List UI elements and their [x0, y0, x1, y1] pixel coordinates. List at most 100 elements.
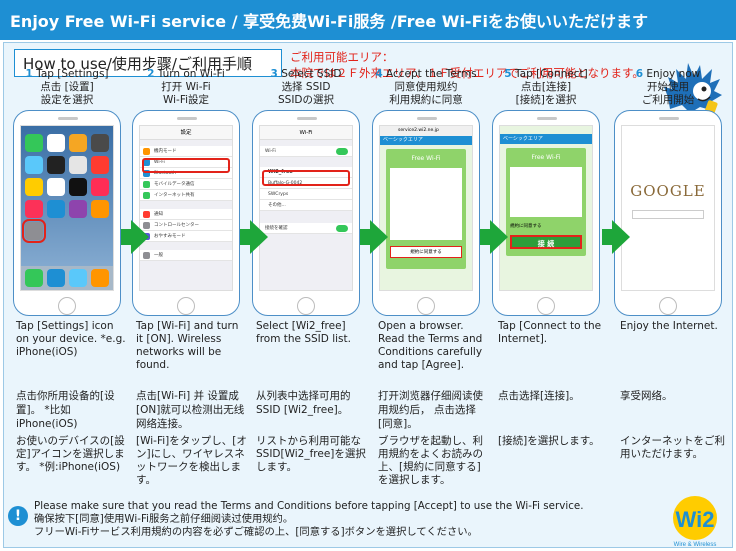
notice-en: Please make sure that you read the Terms… — [34, 500, 584, 512]
wifi-toggle[interactable] — [336, 148, 348, 155]
settings-gear-icon[interactable] — [22, 219, 46, 243]
agree-checkbox-label[interactable]: 規約に同意する — [390, 246, 462, 258]
step-5-number: 5 — [504, 68, 512, 80]
mail-app-icon — [47, 269, 65, 287]
app-store-icon — [47, 200, 65, 218]
notice-ja: フリーWi-Fiサービス利用規約の内容を必ずご確認の上、[同意する]ボタンを選択… — [34, 526, 478, 538]
search-logo: GOOGLE — [630, 182, 706, 200]
settings-row-cellular[interactable]: モバイルデータ通信 — [140, 179, 232, 190]
terms-textbox[interactable] — [510, 167, 582, 217]
stocks-app-icon — [69, 178, 87, 196]
instruction-panel: How to use/使用步骤/ご利用手順 ご利用可能エリア： 本院では２Ｆ外来… — [3, 42, 733, 548]
row-label: モバイルデータ通信 — [154, 182, 195, 187]
arrow-right-icon — [240, 220, 268, 254]
step-5-header: 5 Tap [Connect] 点击[连接] [接続]を選択 — [494, 68, 598, 107]
header-banner: Enjoy Free Wi-Fi service / 享受免费Wi-Fi服务 /… — [0, 0, 736, 40]
wifi-header: Wi-Fi — [260, 126, 352, 140]
step-5-desc-ja: [接続]を選択します。 — [498, 435, 600, 447]
settings-row-notifications[interactable]: 通知 — [140, 209, 232, 220]
wifi-toggle-row[interactable]: Wi-Fi — [260, 146, 352, 157]
app-grid — [21, 126, 113, 248]
step-4-desc-zh: 打开浏览器仔细阅读使用规约后， 点击选择 [同意]。 — [378, 390, 483, 430]
step-3-desc-en: Select [Wi2_free] from the SSID list. — [256, 320, 351, 345]
phone-step-5: ベーシックエリア Free Wi-Fi 規約に同意する 接 続 — [492, 110, 600, 316]
calendar-app-icon — [47, 134, 65, 152]
settings-list-3: 一般 — [140, 250, 232, 261]
browser-screen: GOOGLE — [621, 125, 715, 291]
step-3-title-ja: SSIDの選択 — [277, 94, 334, 106]
ask-to-join-row[interactable]: 接続を確認 — [260, 223, 352, 234]
wifi-highlight — [142, 158, 230, 173]
step-2-desc-zh: 点击[Wi-Fi] 并 设置成[ON]就可以检测出无线网络连接。 — [136, 390, 245, 430]
step-6-header: 6 Enjoy now 开始使用 ご利用開始 — [616, 68, 720, 107]
settings-row-bluetooth[interactable]: Bluetooth — [140, 168, 232, 179]
step-6-title-zh: 开始使用 — [647, 81, 689, 93]
phone-camera — [417, 117, 437, 120]
phone-step-4: service2.wi2.ne.jp ベーシックエリア Free Wi-Fi 規… — [372, 110, 480, 316]
step-6-title-en: Enjoy now — [646, 68, 701, 80]
music-app-icon — [25, 200, 43, 218]
search-input[interactable] — [632, 210, 704, 219]
row-label: 通知 — [154, 212, 163, 217]
exclamation-icon: ! — [8, 506, 28, 526]
arrow-right-icon — [360, 220, 388, 254]
terms-screen: service2.wi2.ne.jp ベーシックエリア Free Wi-Fi 規… — [379, 125, 473, 291]
settings-row-do-not-disturb[interactable]: おやすみモード — [140, 231, 232, 242]
settings-row-control-center[interactable]: コントロールセンター — [140, 220, 232, 231]
home-button — [177, 297, 195, 315]
browser-url-bar[interactable]: service2.wi2.ne.jp — [380, 126, 472, 136]
wifi-screen: Wi-Fi Wi-Fi Wi2_free Buffalo-G-0042 SWCr… — [259, 125, 353, 291]
terms-textbox[interactable] — [390, 168, 462, 240]
connect-button[interactable]: 接 続 — [510, 235, 582, 249]
music-dock-icon — [91, 269, 109, 287]
step-6-desc-ja: インターネットをご利用いただけます。 — [620, 435, 725, 460]
step-3-title-zh: 选择 SSID — [281, 81, 331, 93]
home-button — [417, 297, 435, 315]
settings-row-airplane[interactable]: 機内モード — [140, 146, 232, 157]
network-row[interactable]: その他... — [260, 200, 352, 211]
step-2-desc-ja: [Wi-Fi]をタップし、[オン]にし、ワイヤレスネットワークを検出します。 — [136, 435, 247, 486]
step-6-title-ja: ご利用開始 — [641, 94, 695, 106]
network-row-wi2-free[interactable]: Wi2_free — [260, 167, 352, 178]
settings-row-general[interactable]: 一般 — [140, 250, 232, 261]
photos-app-icon — [69, 134, 87, 152]
itunes-app-icon — [69, 200, 87, 218]
settings-row-hotspot[interactable]: インターネット共有 — [140, 190, 232, 201]
weather-app-icon — [25, 156, 43, 174]
step-3-desc-ja: リストから利用可能なSSID[Wi2_free]を選択します。 — [256, 435, 366, 473]
network-row[interactable]: Buffalo-G-0042 — [260, 178, 352, 189]
ibooks-app-icon — [91, 200, 109, 218]
home-screen — [20, 125, 114, 291]
step-4-desc-ja: ブラウザを起動し、利用規約をよくお読みの上、[規約に同意する]を選択します。 — [378, 435, 483, 486]
step-5-title-ja: [接続]を選択 — [515, 94, 577, 106]
row-label: Wi-Fi — [154, 160, 165, 165]
step-1-desc-zh: 点击你所用设备的[设置]。 *比如iPhone(iOS) — [16, 390, 115, 430]
step-4-title-ja: 利用規約に同意 — [389, 94, 463, 106]
home-button — [297, 297, 315, 315]
arrow-right-icon — [480, 220, 508, 254]
settings-screen: 設定 機内モード Wi-Fi Bluetooth モバイルデータ通信 インターネ… — [139, 125, 233, 291]
connect-screen: ベーシックエリア Free Wi-Fi 規約に同意する 接 続 — [499, 125, 593, 291]
step-1-title-en: Tap [Settings] — [36, 68, 109, 80]
ssid-label: Buffalo-G-0042 — [268, 181, 303, 186]
network-row[interactable]: SWCryps — [260, 189, 352, 200]
agree-checked-label[interactable]: 規約に同意する — [510, 224, 542, 229]
settings-row-wifi[interactable]: Wi-Fi — [140, 157, 232, 168]
step-3-desc-zh: 从列表中选择可用的SSID [Wi2_free]。 — [256, 390, 351, 416]
step-5-title-en: Tap [Connect] — [514, 68, 588, 80]
row-label: Wi-Fi — [265, 149, 276, 154]
step-6-desc-en: Enjoy the Internet. — [620, 320, 718, 332]
ssid-label: その他... — [268, 203, 286, 208]
step-1-desc-ja: お使いのデバイスの[設定]アイコンを選択します。 *例:iPhone(iOS) — [16, 435, 125, 473]
ask-group: 接続を確認 — [260, 223, 352, 234]
maps-app-icon — [69, 156, 87, 174]
home-button — [537, 297, 555, 315]
ask-toggle[interactable] — [336, 225, 348, 232]
dock — [21, 266, 113, 290]
step-4-header: 4 Accept the Terms 同意使用规约 利用規約に同意 — [374, 68, 478, 107]
step-5-title-zh: 点击[连接] — [520, 81, 572, 93]
network-list: Wi2_free Buffalo-G-0042 SWCryps その他... — [260, 167, 352, 211]
phone-step-3: Wi-Fi Wi-Fi Wi2_free Buffalo-G-0042 SWCr… — [252, 110, 360, 316]
hedgehog-mascot-icon — [664, 63, 722, 116]
clock-app-icon — [47, 156, 65, 174]
